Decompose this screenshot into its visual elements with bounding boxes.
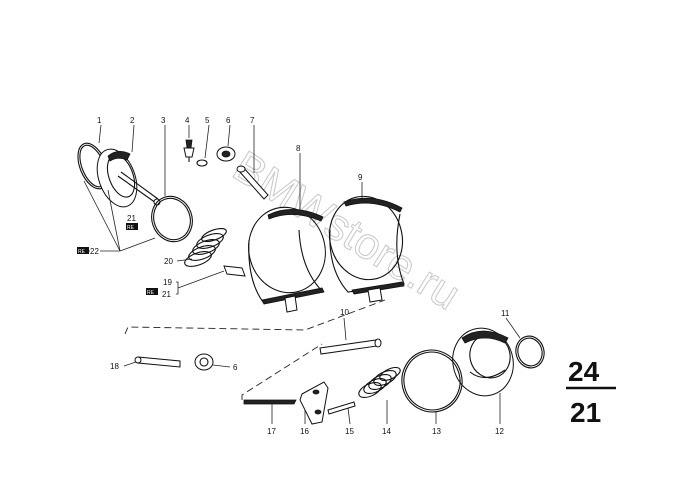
assembly-line-lower	[241, 343, 323, 400]
label-14: 14	[382, 427, 391, 436]
part-8-brake-band[interactable]	[239, 199, 335, 313]
label-21-upper: 21	[127, 214, 136, 223]
svg-text:RE: RE	[127, 225, 135, 231]
svg-text:RE: RE	[147, 290, 155, 296]
part-10-pin[interactable]	[319, 338, 382, 355]
label-3: 3	[161, 116, 166, 125]
part-5-seal-ring[interactable]	[196, 159, 208, 167]
label-18: 18	[110, 362, 119, 371]
label-6: 6	[226, 116, 231, 125]
part-19-clip[interactable]	[223, 265, 246, 277]
part-18-pin[interactable]	[134, 356, 181, 368]
group-number: 24 21	[566, 356, 616, 428]
watermark: BMWstore.ru	[225, 142, 469, 320]
part-7-pin[interactable]	[236, 165, 269, 200]
part-17-strut[interactable]	[243, 399, 297, 405]
part-16-lever[interactable]	[299, 381, 329, 425]
label-8: 8	[296, 144, 301, 153]
part-13-o-ring[interactable]	[395, 343, 469, 418]
label-1: 1	[97, 116, 102, 125]
part-6-nut-second[interactable]	[194, 353, 214, 371]
reference-tag-22: RE	[77, 247, 89, 255]
part-2-piston[interactable]	[90, 144, 161, 213]
label-6-second: 6	[233, 363, 238, 372]
group-number-bottom: 21	[570, 397, 601, 428]
part-3-o-ring[interactable]	[145, 191, 198, 248]
reference-tag-21: RE	[146, 288, 158, 296]
part-9-brake-band[interactable]	[320, 188, 411, 303]
part-14-spring[interactable]	[357, 365, 402, 401]
label-16: 16	[300, 427, 309, 436]
svg-text:RE: RE	[78, 249, 86, 255]
part-12-servo-cover[interactable]	[445, 321, 521, 402]
label-5: 5	[205, 116, 210, 125]
label-7: 7	[250, 116, 255, 125]
part-11-o-ring[interactable]	[512, 333, 547, 371]
label-13: 13	[432, 427, 441, 436]
label-2: 2	[130, 116, 135, 125]
part-20-spring[interactable]	[183, 226, 228, 270]
label-17: 17	[267, 427, 276, 436]
label-11: 11	[501, 309, 510, 318]
label-22: 22	[90, 247, 99, 256]
label-21-lower: 21	[162, 290, 171, 299]
part-6-nut[interactable]	[216, 146, 236, 162]
label-20: 20	[164, 257, 173, 266]
label-9: 9	[358, 173, 363, 182]
label-19: 19	[163, 278, 172, 287]
group-number-top: 24	[568, 356, 600, 387]
label-10: 10	[340, 308, 349, 317]
reference-tag-21-upper: RE	[126, 223, 138, 231]
part-15-pin[interactable]	[327, 401, 356, 415]
assembly-line-upper	[124, 299, 386, 335]
label-4: 4	[185, 116, 190, 125]
label-12: 12	[495, 427, 504, 436]
label-15: 15	[345, 427, 354, 436]
part-4-bleeder-screw[interactable]	[183, 139, 195, 162]
